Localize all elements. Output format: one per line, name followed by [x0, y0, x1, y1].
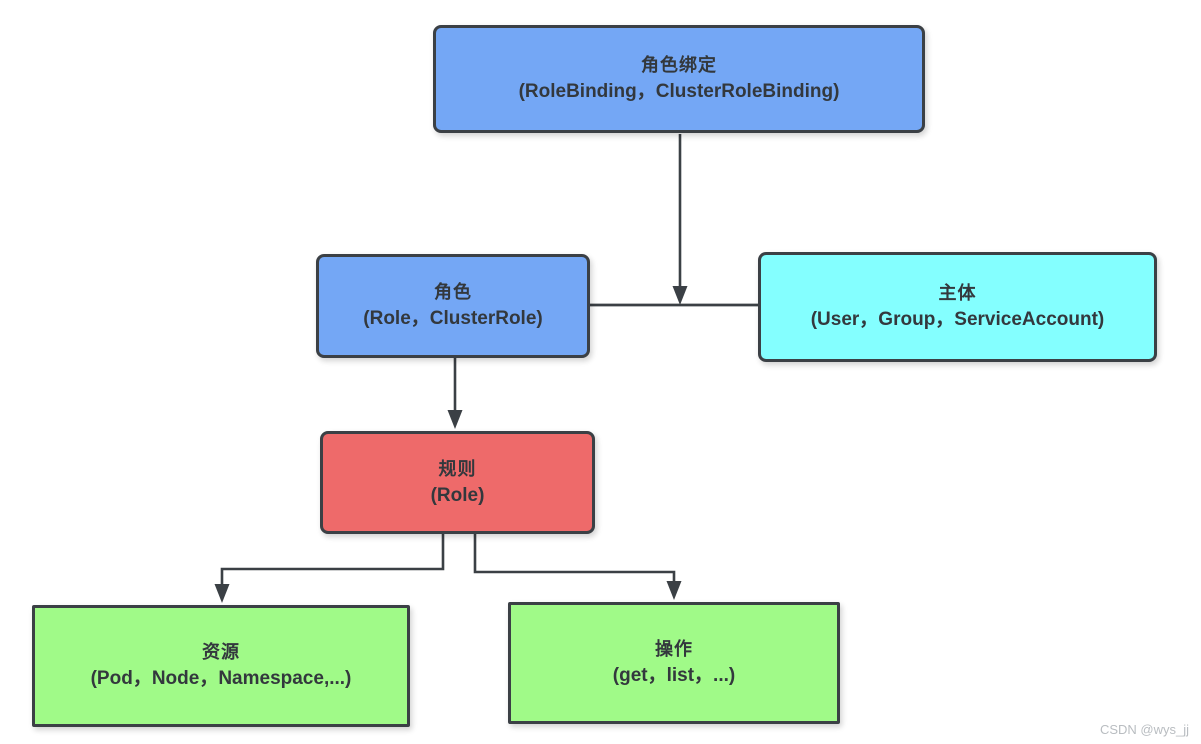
- node-resource: 资源 (Pod，Node，Namespace,...): [32, 605, 410, 727]
- node-role-binding: 角色绑定 (RoleBinding，ClusterRoleBinding): [433, 25, 925, 133]
- node-rule-subtitle: (Role): [430, 484, 485, 506]
- node-role-title: 角色: [434, 282, 472, 303]
- node-subject-title: 主体: [938, 283, 977, 304]
- arrow-rule-to-operation: [473, 534, 682, 600]
- node-rule: 规则 (Role): [320, 431, 595, 534]
- node-operation: 操作 (get，list，...): [508, 602, 840, 724]
- node-role-binding-subtitle: (RoleBinding，ClusterRoleBinding): [518, 81, 840, 103]
- node-subject-subtitle: (User，Group，ServiceAccount): [810, 309, 1105, 331]
- node-subject: 主体 (User，Group，ServiceAccount): [758, 252, 1157, 362]
- node-operation-title: 操作: [655, 639, 693, 660]
- node-role: 角色 (Role，ClusterRole): [316, 254, 590, 358]
- node-rule-title: 规则: [438, 458, 477, 479]
- node-role-binding-title: 角色绑定: [641, 55, 717, 76]
- node-resource-subtitle: (Pod，Node，Namespace,...): [90, 668, 352, 690]
- node-operation-subtitle: (get，list，...): [612, 665, 736, 687]
- arrow-rolebinding-to-link: [672, 134, 688, 305]
- node-resource-title: 资源: [202, 642, 240, 663]
- arrow-rule-to-resource: [214, 534, 445, 603]
- arrow-role-to-rule: [447, 358, 463, 429]
- node-role-subtitle: (Role，ClusterRole): [363, 308, 543, 330]
- csdn-watermark: CSDN @wys_jj: [1099, 722, 1189, 737]
